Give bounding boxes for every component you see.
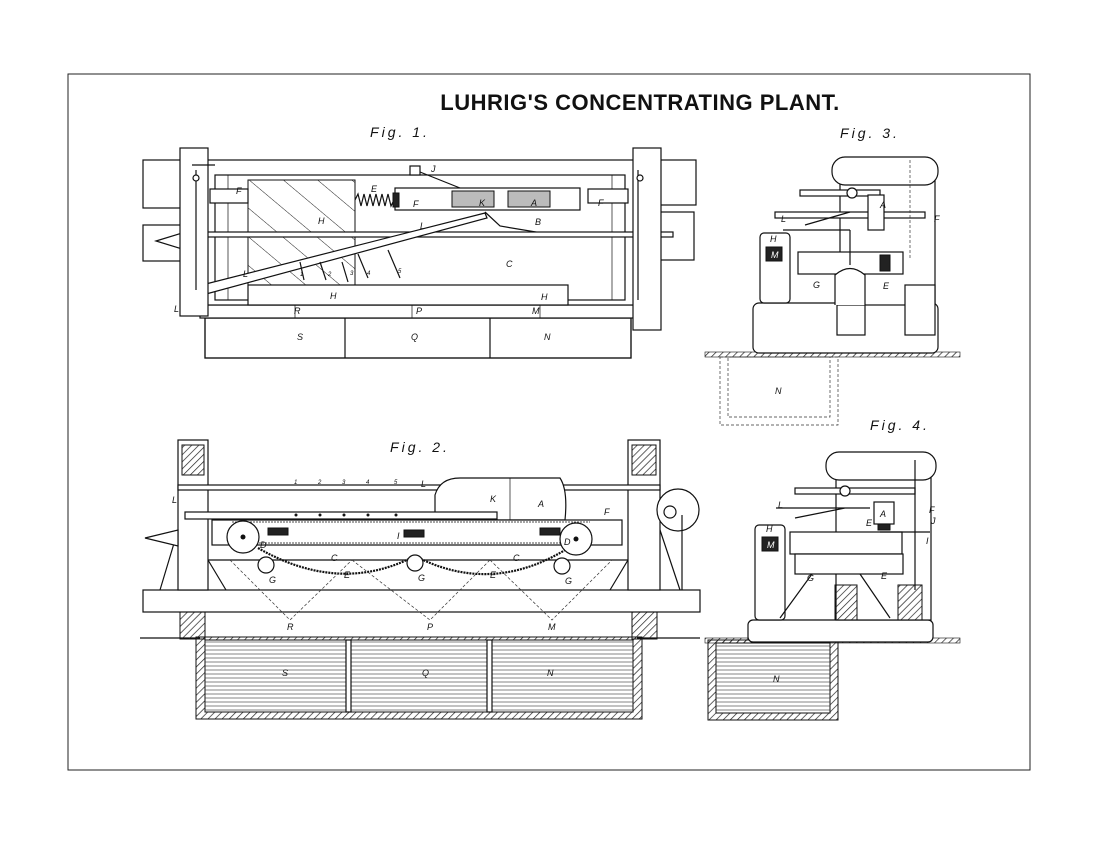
part-letter-label: F (413, 199, 419, 209)
part-letter-label: A (530, 198, 537, 208)
part-letter-label: R (287, 622, 294, 632)
fig2-wheel-g (406, 554, 424, 572)
part-letter-label: L (778, 500, 783, 510)
part-letter-label: F (934, 214, 940, 224)
part-letter-label: Q (411, 332, 418, 342)
part-letter-label: 2 (317, 480, 322, 486)
part-letter-label: L (174, 304, 179, 314)
part-letter-label: M (767, 540, 775, 550)
part-letter-label: H (770, 234, 777, 244)
part-letter-label: L (421, 479, 426, 489)
fig1-label: Fig. 1. (370, 124, 430, 140)
part-letter-label: 1 (300, 272, 303, 278)
figure-1-plan-view: Fig. 1. (142, 124, 697, 359)
fig2-wheel-g (257, 556, 275, 574)
fig2-belt-chain (257, 547, 566, 576)
part-letter-label: R (294, 306, 301, 316)
part-letter-label: F (929, 505, 935, 515)
part-letter-label: C (513, 553, 520, 563)
part-letter-label: 3 (342, 480, 346, 486)
fig4-letters: L A F E J H I M G E N (766, 500, 936, 684)
part-letter-label: E (344, 570, 351, 580)
part-letter-label: N (547, 668, 554, 678)
part-letter-label: E (866, 518, 873, 528)
part-letter-label: D (260, 540, 267, 550)
part-letter-label: F (604, 507, 610, 517)
fig2-wheel-g (553, 557, 571, 575)
part-letter-label: H (330, 291, 337, 301)
plate-title: LUHRIG'S CONCENTRATING PLANT. (440, 90, 839, 115)
part-letter-label: N (544, 332, 551, 342)
part-letter-label: 4 (366, 480, 370, 486)
part-letter-label: G (807, 573, 814, 583)
part-letter-label: A (879, 200, 886, 210)
part-letter-label: L (172, 495, 177, 505)
part-letter-label: P (427, 622, 433, 632)
plate-border (67, 73, 1031, 771)
part-letter-label: E (883, 281, 890, 291)
part-letter-label: H (766, 524, 773, 534)
part-letter-label: E (881, 571, 888, 581)
part-letter-label: L (781, 214, 786, 224)
part-letter-label: 5 (394, 480, 398, 486)
part-letter-label: E (371, 184, 378, 194)
figure-2-elevation: Fig. 2. (140, 439, 701, 720)
part-letter-label: N (773, 674, 780, 684)
part-letter-label: K (479, 198, 486, 208)
part-letter-label: S (282, 668, 288, 678)
figure-4-section: Fig. 4. (704, 417, 961, 721)
part-letter-label: K (490, 494, 497, 504)
part-letter-label: M (771, 250, 779, 260)
part-letter-label: E (490, 570, 497, 580)
part-letter-label: M (532, 306, 540, 316)
part-letter-label: G (813, 280, 820, 290)
part-letter-label: H (318, 216, 325, 226)
part-letter-label: F (236, 186, 242, 196)
part-letter-label: N (775, 386, 782, 396)
part-letter-label: M (548, 622, 556, 632)
part-letter-label: D (564, 537, 571, 547)
part-letter-label: C (331, 553, 338, 563)
fig2-pins (294, 513, 398, 517)
part-letter-label: C (506, 259, 513, 269)
part-letter-label: H (541, 292, 548, 302)
part-letter-label: 1 (294, 480, 297, 486)
fig4-label: Fig. 4. (870, 417, 930, 433)
part-letter-label: 4 (367, 271, 371, 277)
part-letter-label: 3 (350, 271, 354, 277)
part-letter-label: G (269, 575, 276, 585)
fig1-letters: F E F K A F J H L B C L L 1 2 3 4 5 H H … (174, 164, 604, 342)
fig3-letters: L A F H M G E N (770, 200, 940, 396)
fig2-letters: L 1 2 3 4 5 L K A F D I D C C G G G E E … (172, 479, 610, 678)
part-letter-label: I (926, 536, 929, 546)
part-letter-label: J (930, 516, 936, 526)
part-letter-label: A (879, 509, 886, 519)
part-letter-label: B (535, 217, 541, 227)
figure-3-end-view: Fig. 3. (704, 125, 961, 426)
fig2-label: Fig. 2. (390, 439, 450, 455)
part-letter-label: A (537, 499, 544, 509)
part-letter-label: F (598, 198, 604, 208)
part-letter-label: Q (422, 668, 429, 678)
part-letter-label: S (297, 332, 303, 342)
part-letter-label: J (430, 164, 436, 174)
part-letter-label: 5 (398, 269, 402, 275)
fig3-label: Fig. 3. (840, 125, 900, 141)
part-letter-label: G (565, 576, 572, 586)
fig2-drive-wheel (656, 488, 700, 532)
part-letter-label: L (420, 221, 425, 231)
part-letter-label: G (418, 573, 425, 583)
part-letter-label: P (416, 306, 422, 316)
part-letter-label: I (397, 531, 400, 541)
part-letter-label: 2 (327, 272, 332, 278)
part-letter-label: L (243, 269, 248, 279)
